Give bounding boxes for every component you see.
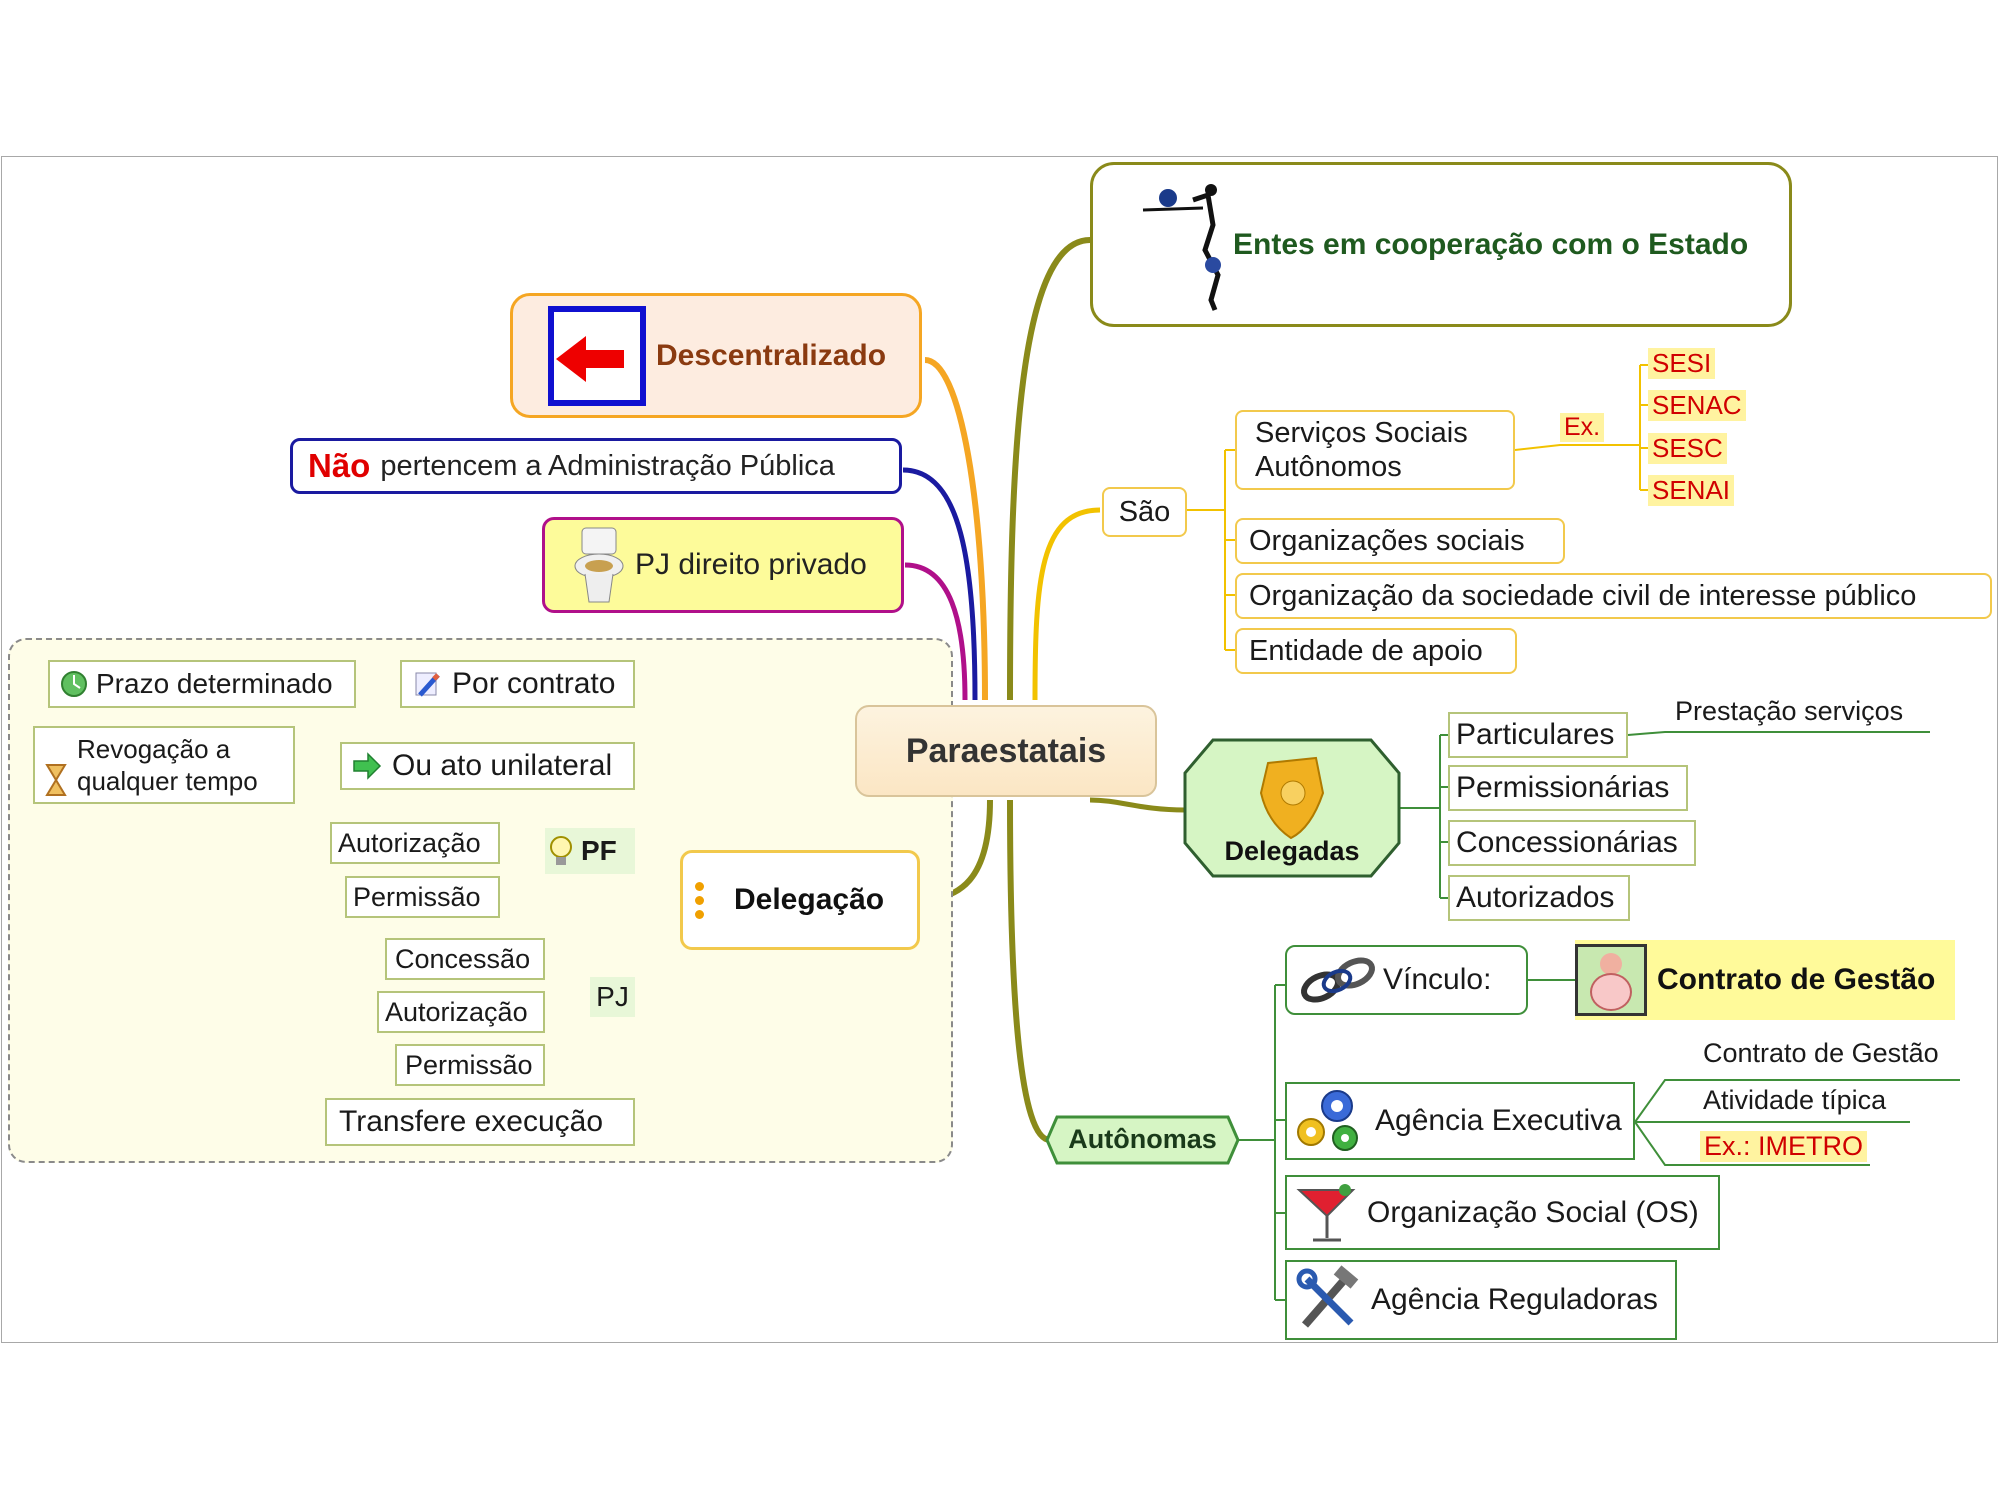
clock-icon: [61, 671, 87, 697]
entidade-apoio-node[interactable]: Entidade de apoio: [1235, 628, 1517, 674]
oscip-node[interactable]: Organização da sociedade civil de intere…: [1235, 573, 1992, 619]
pf-permissao-label: Permissão: [353, 881, 481, 912]
autorizados-label: Autorizados: [1456, 881, 1615, 914]
servicos-sociais-node[interactable]: Serviços Sociais Autônomos: [1235, 410, 1515, 490]
descentralizado-label: Descentralizado: [656, 338, 887, 372]
pf-autorizacao-node[interactable]: Autorização: [330, 822, 500, 864]
org-sociais-label: Organizações sociais: [1249, 524, 1525, 557]
transfere-node[interactable]: Transfere execução: [325, 1098, 635, 1146]
climbers-icon: [1142, 183, 1221, 311]
delegacao-label: Delegação: [734, 883, 885, 916]
exit-arrow-icon: [548, 305, 646, 406]
por-contrato-label: Por contrato: [452, 667, 616, 700]
green-arrow-icon: [353, 752, 382, 780]
gears-icon: [1297, 1090, 1358, 1151]
prazo-label: Prazo determinado: [96, 668, 333, 699]
agencia-reguladoras-node[interactable]: Agência Reguladoras: [1285, 1260, 1677, 1340]
ae-atividade-label: Atividade típica: [1703, 1085, 1887, 1115]
cocktail-glass-icon: [1296, 1183, 1356, 1241]
chain-link-icon: [1301, 957, 1375, 1003]
ae-ex-label: Ex.: IMETRO: [1700, 1131, 1868, 1162]
central-label: Paraestatais: [905, 731, 1107, 770]
sao-node[interactable]: São: [1102, 487, 1187, 537]
organizacao-social-node[interactable]: Organização Social (OS): [1285, 1175, 1720, 1250]
sesi-label: SESI: [1648, 348, 1716, 379]
nao-pertencem-node[interactable]: Não pertencem a Administração Pública: [290, 438, 902, 494]
pj-privado-label: PJ direito privado: [635, 548, 867, 581]
senai-label: SENAI: [1648, 475, 1735, 506]
por-contrato-node[interactable]: Por contrato: [400, 660, 635, 708]
agencia-reguladoras-label: Agência Reguladoras: [1371, 1283, 1658, 1316]
pf-node[interactable]: PF: [545, 828, 635, 874]
pj-autorizacao-label: Autorização: [385, 996, 528, 1027]
pj-permissao-label: Permissão: [405, 1049, 533, 1080]
ex-label: Ex.: [1560, 413, 1605, 442]
concessionarias-node[interactable]: Concessionárias: [1448, 820, 1696, 866]
nao-rest-label: pertencem a Administração Pública: [380, 449, 835, 482]
tools-icon: [1296, 1265, 1359, 1328]
vinculo-node[interactable]: Vínculo:: [1285, 945, 1528, 1015]
pf-label: PF: [581, 835, 617, 866]
pj-permissao-node[interactable]: Permissão: [395, 1044, 545, 1086]
prestacao-label: Prestação serviços: [1675, 696, 1904, 726]
ae-contrato-label: Contrato de Gestão: [1703, 1038, 1939, 1068]
central-topic[interactable]: Paraestatais: [855, 705, 1157, 797]
ato-unilateral-label: Ou ato unilateral: [392, 749, 613, 782]
lightbulb-icon: [550, 836, 572, 865]
contrato-gestao-label: Contrato de Gestão: [1657, 963, 1936, 996]
sesc-label: SESC: [1648, 433, 1727, 464]
revogacao-node[interactable]: Revogação a qualquer tempo: [33, 726, 295, 804]
servicos-label-2: Autônomos: [1255, 451, 1402, 483]
organizacao-social-label: Organização Social (OS): [1367, 1195, 1699, 1229]
pj-node[interactable]: PJ: [590, 977, 635, 1017]
autorizados-node[interactable]: Autorizados: [1448, 875, 1630, 921]
pf-permissao-node[interactable]: Permissão: [345, 876, 500, 918]
pregnant-woman-icon: [1575, 944, 1647, 1016]
pj-privado-node[interactable]: PJ direito privado: [542, 517, 904, 613]
contrato-gestao-node[interactable]: Contrato de Gestão: [1575, 940, 1955, 1020]
vinculo-label: Vínculo:: [1383, 963, 1492, 996]
drag-handle-icon: [695, 881, 704, 919]
servicos-label-1: Serviços Sociais: [1255, 417, 1468, 449]
revogacao-label-2: qualquer tempo: [77, 766, 258, 796]
hourglass-icon: [45, 764, 67, 796]
sao-label: São: [1118, 495, 1171, 528]
autonomas-label: Autônomas: [1068, 1124, 1217, 1154]
entes-node[interactable]: Entes em cooperação com o Estado: [1090, 162, 1792, 327]
transfere-label: Transfere execução: [339, 1105, 604, 1138]
senac-label: SENAC: [1648, 390, 1746, 421]
oscip-label: Organização da sociedade civil de intere…: [1249, 579, 1917, 612]
ato-unilateral-node[interactable]: Ou ato unilateral: [340, 742, 635, 790]
pencil-icon: [415, 672, 440, 697]
concessionarias-label: Concessionárias: [1456, 826, 1678, 859]
pj-concessao-label: Concessão: [395, 943, 531, 974]
diagram-frame: [1, 156, 1998, 1343]
pj-label: PJ: [596, 981, 629, 1012]
toilet-icon: [574, 527, 624, 603]
entidade-apoio-label: Entidade de apoio: [1249, 634, 1483, 667]
delegadas-node[interactable]: Delegadas: [1183, 738, 1401, 878]
autonomas-node[interactable]: Autônomas: [1045, 1115, 1240, 1165]
pj-concessao-node[interactable]: Concessão: [385, 938, 545, 980]
agencia-executiva-node[interactable]: Agência Executiva: [1285, 1082, 1635, 1160]
delegacao-node[interactable]: Delegação: [680, 850, 920, 950]
descentralizado-node[interactable]: Descentralizado: [510, 293, 922, 418]
particulares-node[interactable]: Particulares: [1448, 712, 1628, 758]
entes-label: Entes em cooperação com o Estado: [1233, 227, 1749, 261]
org-sociais-node[interactable]: Organizações sociais: [1235, 518, 1565, 564]
pf-autorizacao-label: Autorização: [338, 827, 481, 858]
pj-autorizacao-node[interactable]: Autorização: [377, 991, 545, 1033]
delegadas-label: Delegadas: [1224, 836, 1360, 866]
agencia-executiva-label: Agência Executiva: [1375, 1104, 1622, 1137]
prazo-node[interactable]: Prazo determinado: [48, 660, 356, 708]
nao-label: Não: [308, 447, 371, 484]
permissionarias-node[interactable]: Permissionárias: [1448, 765, 1688, 811]
permissionarias-label: Permissionárias: [1456, 771, 1670, 804]
particulares-label: Particulares: [1456, 718, 1615, 751]
revogacao-label-1: Revogação a: [77, 734, 231, 764]
